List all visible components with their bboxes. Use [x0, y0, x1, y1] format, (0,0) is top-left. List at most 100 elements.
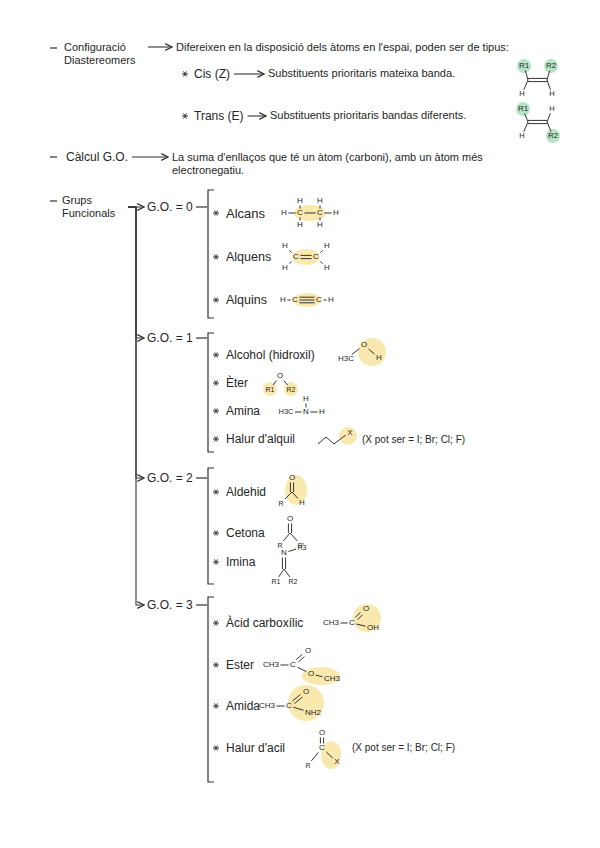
- node-text: G.O. = 0: [147, 200, 193, 214]
- bond-line: [547, 113, 550, 122]
- bond-line: [288, 549, 296, 552]
- atom-label: H: [281, 209, 287, 217]
- group-name: Alquens: [226, 251, 271, 264]
- bond-line: [290, 533, 297, 541]
- bond-line: [300, 258, 311, 259]
- bond-line: [356, 624, 365, 626]
- bullet-star: [213, 620, 219, 625]
- oxidation-grade: G.O. = 2: [147, 471, 193, 485]
- bond-line: [291, 524, 292, 534]
- bond-line: [273, 381, 276, 386]
- atom-label: O: [308, 670, 314, 678]
- highlight-mark: [544, 59, 558, 73]
- atom-label: C: [286, 702, 292, 710]
- bond-line: [289, 261, 291, 263]
- bullet-star: [213, 408, 219, 413]
- bond-line: [528, 120, 547, 121]
- node-text: La suma d'enllaços que té un àtom (carbo…: [172, 151, 552, 177]
- atom-label: O: [289, 474, 295, 482]
- bond-line: [283, 533, 290, 541]
- highlight-mark: [302, 667, 340, 685]
- substituent-label: H: [519, 90, 524, 98]
- atom-label: X: [347, 429, 352, 437]
- node-text: Cis (Z): [194, 67, 230, 81]
- bond-line: [300, 255, 311, 256]
- dashes: [50, 48, 57, 201]
- bond-line: [525, 114, 528, 123]
- bond-line: [299, 300, 314, 301]
- bullet-star: [213, 210, 219, 215]
- atom-label: CH3: [323, 619, 339, 627]
- bracket: [208, 333, 214, 452]
- node-text: Càlcul G.O.: [66, 150, 128, 164]
- bullet-star: [182, 71, 188, 76]
- atom-label: C: [293, 253, 299, 261]
- bond-line: [323, 300, 326, 301]
- bond-line: [295, 412, 302, 413]
- node-text: Substituents prioritaris bandas diferent…: [270, 109, 466, 122]
- arrow-connector: [234, 73, 264, 74]
- bond-line: [299, 302, 314, 303]
- substituent-label: R2: [548, 132, 558, 140]
- highlight-mark: [353, 604, 381, 632]
- atom-label: R2: [287, 386, 296, 393]
- bond-line: [528, 123, 547, 124]
- bond-line: [282, 558, 283, 570]
- atom-label: R1: [272, 578, 281, 585]
- topic-heading: Càlcul G.O.: [66, 150, 128, 164]
- brackets: [196, 190, 214, 782]
- isomer-type: Trans (E): [194, 109, 244, 123]
- atom-label: H: [303, 395, 309, 403]
- highlight-mark: [263, 382, 277, 396]
- group-name: Alquins: [226, 294, 267, 307]
- bond-line: [277, 706, 285, 707]
- bond-line: [284, 381, 288, 386]
- atom-label: H: [324, 264, 330, 272]
- bracket-tick: [196, 604, 207, 605]
- atom-label: H: [333, 209, 339, 217]
- atom-label: R2: [289, 578, 298, 585]
- atom-label: H3C: [338, 355, 354, 363]
- group-name: Halur d'alquil: [226, 433, 295, 445]
- definition-text: Substituents prioritaris mateixa banda.: [268, 67, 455, 80]
- atom-label: H: [282, 242, 288, 250]
- highlight-mark: [293, 293, 321, 307]
- node-text: G.O. = 2: [147, 471, 193, 485]
- atom-label: N: [281, 549, 287, 557]
- atom-label: CH3: [259, 702, 275, 710]
- atom-label: CH3: [324, 675, 340, 683]
- atom-label: H: [280, 296, 286, 304]
- bond-line: [326, 752, 332, 758]
- dash-mark: [50, 156, 57, 157]
- node-text: Substituents prioritaris mateixa banda.: [268, 67, 455, 80]
- atom-label: H: [317, 221, 323, 229]
- bond-line: [547, 71, 550, 81]
- bracket-tick: [196, 477, 207, 478]
- arrow-connector: [148, 46, 172, 47]
- arrow-connector: [132, 156, 168, 157]
- bullet-star: [213, 297, 219, 302]
- highlight-mark: [294, 205, 326, 221]
- bond-line: [320, 250, 322, 252]
- bond-line: [293, 483, 294, 493]
- bond-line: [311, 753, 318, 762]
- bond-line: [343, 435, 346, 437]
- bullet-star: [182, 113, 188, 118]
- atom-label: R: [278, 500, 283, 507]
- bond-line: [287, 300, 290, 301]
- bond-line: [341, 623, 348, 624]
- node-text: G.O. = 3: [147, 598, 193, 612]
- atom-label: R1: [266, 386, 275, 393]
- bond-line: [358, 615, 363, 620]
- bullet-star: [213, 352, 219, 357]
- atom-label: CH3: [263, 661, 279, 669]
- highlight-mark: [292, 249, 320, 265]
- bond-line: [306, 404, 307, 408]
- group-name: Ester: [226, 659, 254, 671]
- bond-line: [281, 665, 289, 666]
- highlight-mark: [339, 427, 357, 445]
- highlight-mark: [358, 338, 386, 366]
- bond-line: [528, 81, 547, 82]
- atom-label: C: [292, 296, 298, 304]
